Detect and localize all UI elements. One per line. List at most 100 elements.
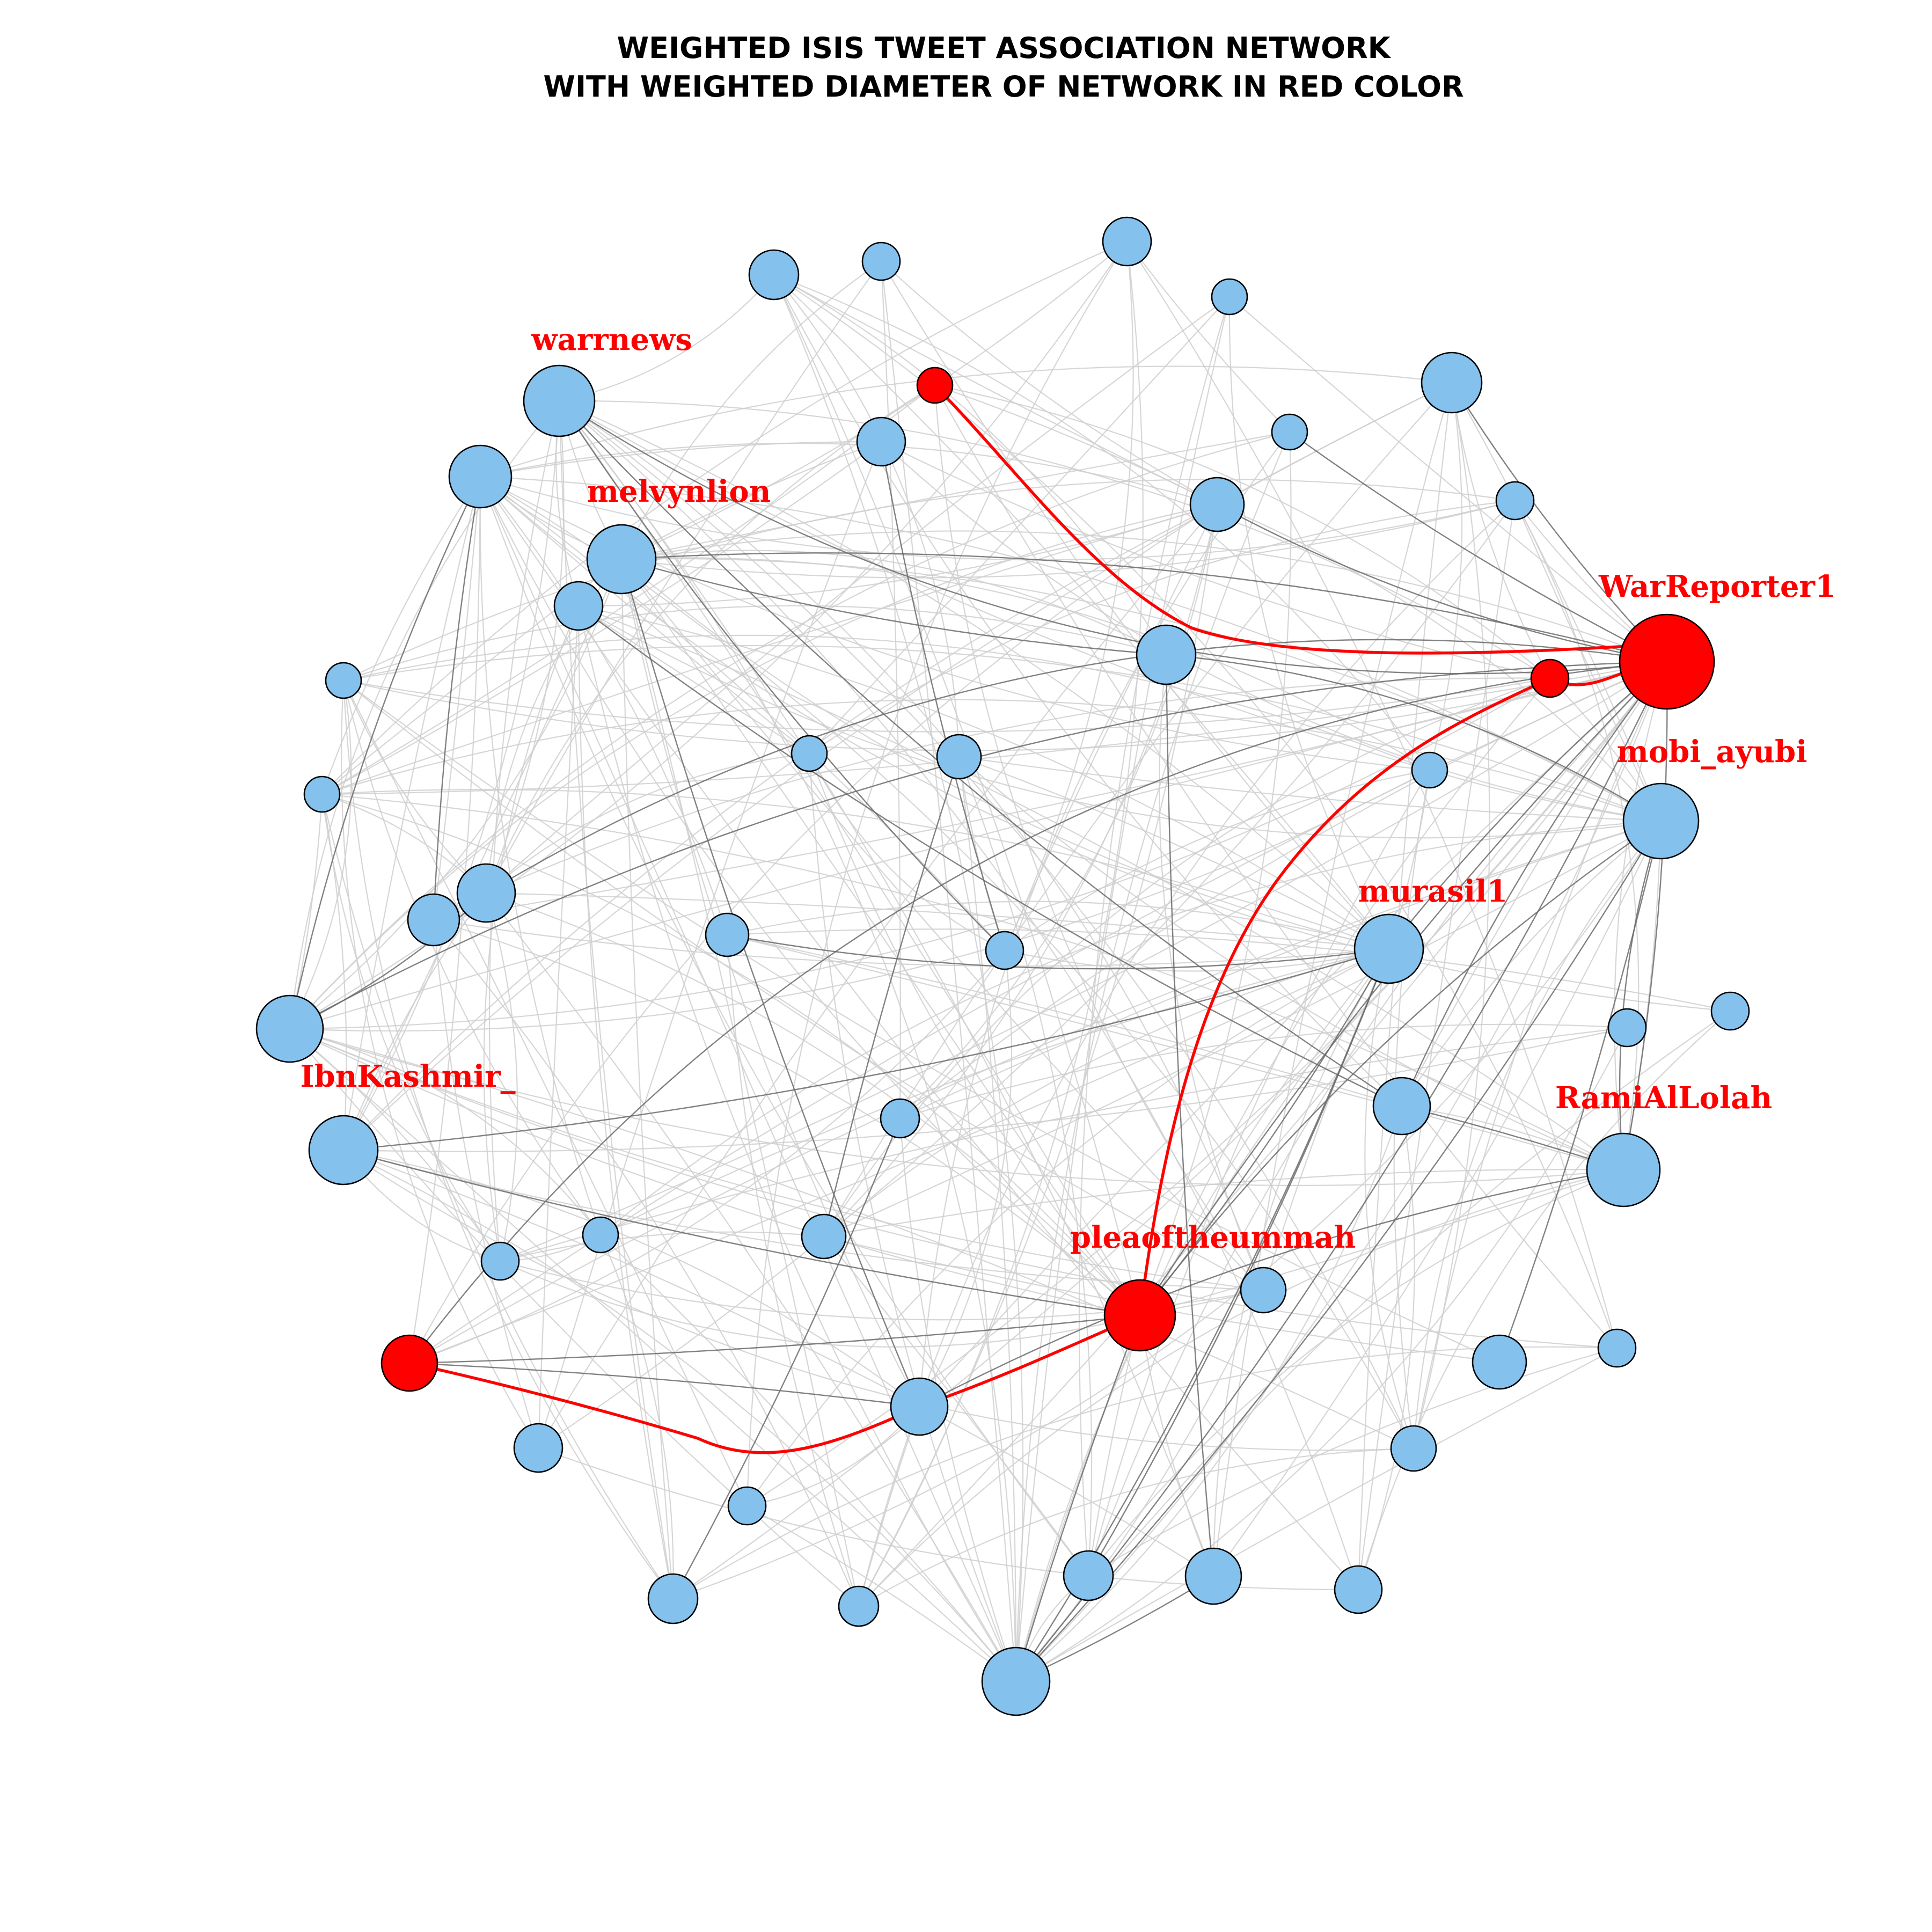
- edge-light: [342, 680, 487, 894]
- edge-dark: [1087, 948, 1390, 1576]
- edge-light: [559, 400, 1414, 1449]
- edge-light: [1514, 500, 1662, 822]
- edge-light: [343, 605, 1167, 682]
- edge-light: [341, 680, 539, 1448]
- node-n_21: [985, 931, 1024, 970]
- edge-dark: [880, 441, 1006, 951]
- edge-dark: [289, 476, 481, 1029]
- edge-light: [858, 1169, 1624, 1607]
- edge-light: [343, 1150, 1016, 1682]
- edge-dark: [486, 639, 1667, 894]
- edge-light: [500, 661, 1667, 1262]
- edge-light: [1088, 1347, 1618, 1576]
- edge-light: [289, 1028, 1624, 1187]
- node-n_4: [1211, 278, 1248, 316]
- node-n_37: [838, 1585, 880, 1627]
- node-n_31: [1472, 1334, 1527, 1390]
- edge-dark: [1451, 382, 1667, 662]
- edge-light: [934, 385, 1264, 1291]
- edge-light: [559, 400, 1550, 679]
- edge-light: [480, 442, 1218, 506]
- edge-light: [537, 441, 882, 1448]
- edge-light: [672, 661, 1667, 1599]
- edge-light: [881, 261, 1389, 949]
- edge-light: [958, 756, 1624, 1171]
- edge-light: [480, 475, 1516, 561]
- edge-light: [577, 605, 674, 1599]
- node-n_6: [1271, 413, 1308, 451]
- node-n_7: [1495, 481, 1535, 521]
- edge-light: [433, 661, 1667, 921]
- edge-light: [343, 1149, 1264, 1291]
- node-n_1: [748, 249, 800, 301]
- edge-dark: [558, 400, 1005, 951]
- node-n_34: [727, 1486, 767, 1526]
- edge-light: [578, 605, 1662, 839]
- edge-light: [880, 261, 901, 1119]
- edge-dark: [1139, 948, 1390, 1316]
- edge-light: [1413, 382, 1490, 1449]
- node-n_20: [705, 912, 750, 957]
- edge-dark: [1619, 821, 1662, 1170]
- edge-dark: [1015, 661, 1668, 1682]
- title-line-2: WITH WEIGHTED DIAMETER OF NETWORK IN RED…: [543, 70, 1463, 104]
- edge-light: [1401, 661, 1667, 1107]
- edge-light: [433, 919, 539, 1448]
- edge-dark: [409, 661, 1667, 1364]
- node-n_35: [1390, 1425, 1437, 1472]
- edge-light: [480, 476, 1005, 951]
- edge-light: [486, 296, 1230, 894]
- node-n_24: [1710, 991, 1750, 1031]
- node-murasil1: [1353, 913, 1424, 984]
- node-warrnews: [523, 364, 596, 437]
- edge-light: [559, 400, 1389, 949]
- edge-light: [621, 530, 1667, 663]
- edge-light: [485, 400, 565, 894]
- node-n_3: [1102, 216, 1152, 267]
- edge-light: [343, 504, 1218, 1151]
- edge-light: [881, 441, 1662, 822]
- edge-light: [858, 661, 1667, 1607]
- edge-dark: [578, 605, 1402, 1107]
- edge-light: [343, 680, 1500, 1363]
- edge-light: [958, 756, 1662, 822]
- edge-light: [480, 476, 810, 754]
- edge-light: [343, 479, 1516, 681]
- edge-light: [342, 892, 487, 1151]
- edge-light: [958, 756, 1017, 1682]
- edge-light: [621, 431, 1290, 560]
- edge-dark: [620, 559, 920, 1407]
- node-n_left_red: [380, 1334, 438, 1392]
- label-warrnews: warrnews: [531, 322, 692, 357]
- edge-light: [958, 756, 1389, 949]
- edge-light: [486, 892, 1140, 1316]
- node-n_13: [325, 662, 362, 699]
- edge-dark: [1622, 661, 1668, 1170]
- nodes: [255, 216, 1750, 1716]
- edge-dark: [1289, 431, 1667, 663]
- edge-light: [773, 274, 1430, 771]
- edge-light: [1087, 661, 1667, 1576]
- label-murasil1: murasil1: [1358, 874, 1508, 909]
- edge-light: [809, 753, 1005, 951]
- edge-light: [538, 500, 1516, 1448]
- edge-light: [1357, 500, 1516, 1590]
- node-labels: warrnews melvynlion WarReporter1 mobi_ay…: [300, 322, 1836, 1255]
- edge-dark: [433, 476, 481, 920]
- edge-light: [409, 948, 1389, 1364]
- edge-light: [321, 385, 935, 795]
- edge-light: [1413, 821, 1662, 1449]
- node-n_28: [582, 1216, 619, 1254]
- edge-dark: [1015, 821, 1662, 1682]
- edge-light: [321, 793, 1140, 1316]
- edge-light: [958, 756, 1093, 1576]
- edge-light: [1213, 821, 1662, 1577]
- edge-light: [621, 261, 882, 560]
- edge-light: [343, 1150, 1414, 1451]
- node-n_33: [513, 1423, 564, 1473]
- edge-dark: [409, 1314, 1140, 1364]
- node-RamiAlLolah: [1586, 1132, 1661, 1208]
- edge-light: [433, 919, 1140, 1316]
- edge-light: [1217, 382, 1452, 505]
- edge-light: [479, 476, 602, 1235]
